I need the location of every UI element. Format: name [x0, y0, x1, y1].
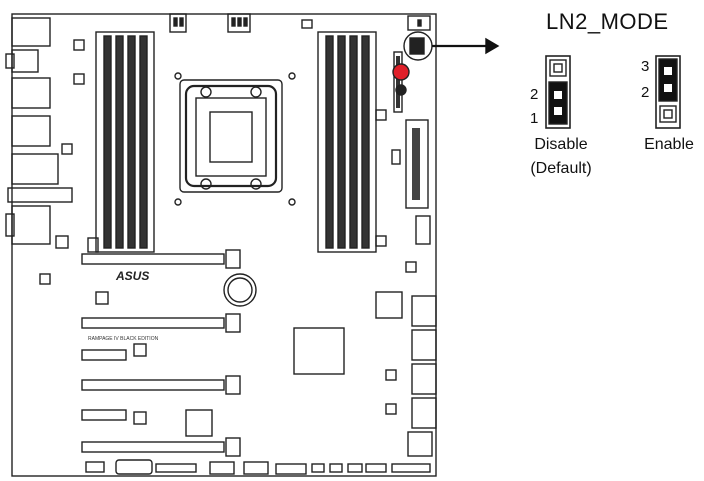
component	[73, 39, 85, 51]
bottom-headers	[85, 459, 431, 475]
component	[405, 261, 417, 273]
cpu-power-connector	[169, 13, 251, 33]
dimm-slots-right	[317, 31, 377, 253]
component	[375, 109, 387, 121]
disable-default-caption: (Default)	[530, 160, 592, 177]
enable-pin-label-3: 3	[641, 58, 650, 75]
jumper-disable-graphic	[545, 55, 571, 129]
enable-pin-label-2: 2	[641, 84, 650, 101]
pcie-slots	[81, 249, 241, 457]
ln2-mode-title: LN2_MODE	[546, 9, 669, 34]
jumper-enable-graphic	[655, 55, 681, 129]
asus-logo: ASUS	[115, 269, 149, 283]
disable-pin-label-2: 2	[530, 86, 539, 103]
component	[39, 273, 51, 285]
component	[385, 369, 397, 381]
disable-caption: Disable	[534, 136, 588, 153]
component	[385, 403, 397, 415]
dimm-slots-left	[87, 31, 155, 253]
reset-button	[392, 63, 410, 81]
component	[301, 19, 313, 29]
component	[391, 149, 401, 165]
motherboard-outline	[11, 13, 437, 477]
ln2-mode-jumper-on-board	[409, 37, 425, 55]
component	[73, 73, 85, 85]
rear-io-panel	[5, 17, 73, 245]
component	[95, 291, 109, 305]
disable-pin-label-1: 1	[530, 110, 539, 127]
component	[133, 411, 147, 425]
callout-arrowhead	[485, 37, 500, 55]
component	[375, 235, 387, 247]
component	[61, 143, 73, 155]
component	[185, 409, 213, 437]
component	[133, 343, 147, 357]
right-edge-connectors	[375, 15, 437, 457]
cpu-socket	[174, 72, 296, 206]
enable-caption: Enable	[644, 136, 694, 153]
component	[55, 235, 69, 249]
chipset	[293, 327, 345, 375]
cmos-battery	[223, 273, 257, 307]
component	[395, 84, 407, 96]
model-silkscreen: RAMPAGE IV BLACK EDITION	[88, 336, 159, 342]
